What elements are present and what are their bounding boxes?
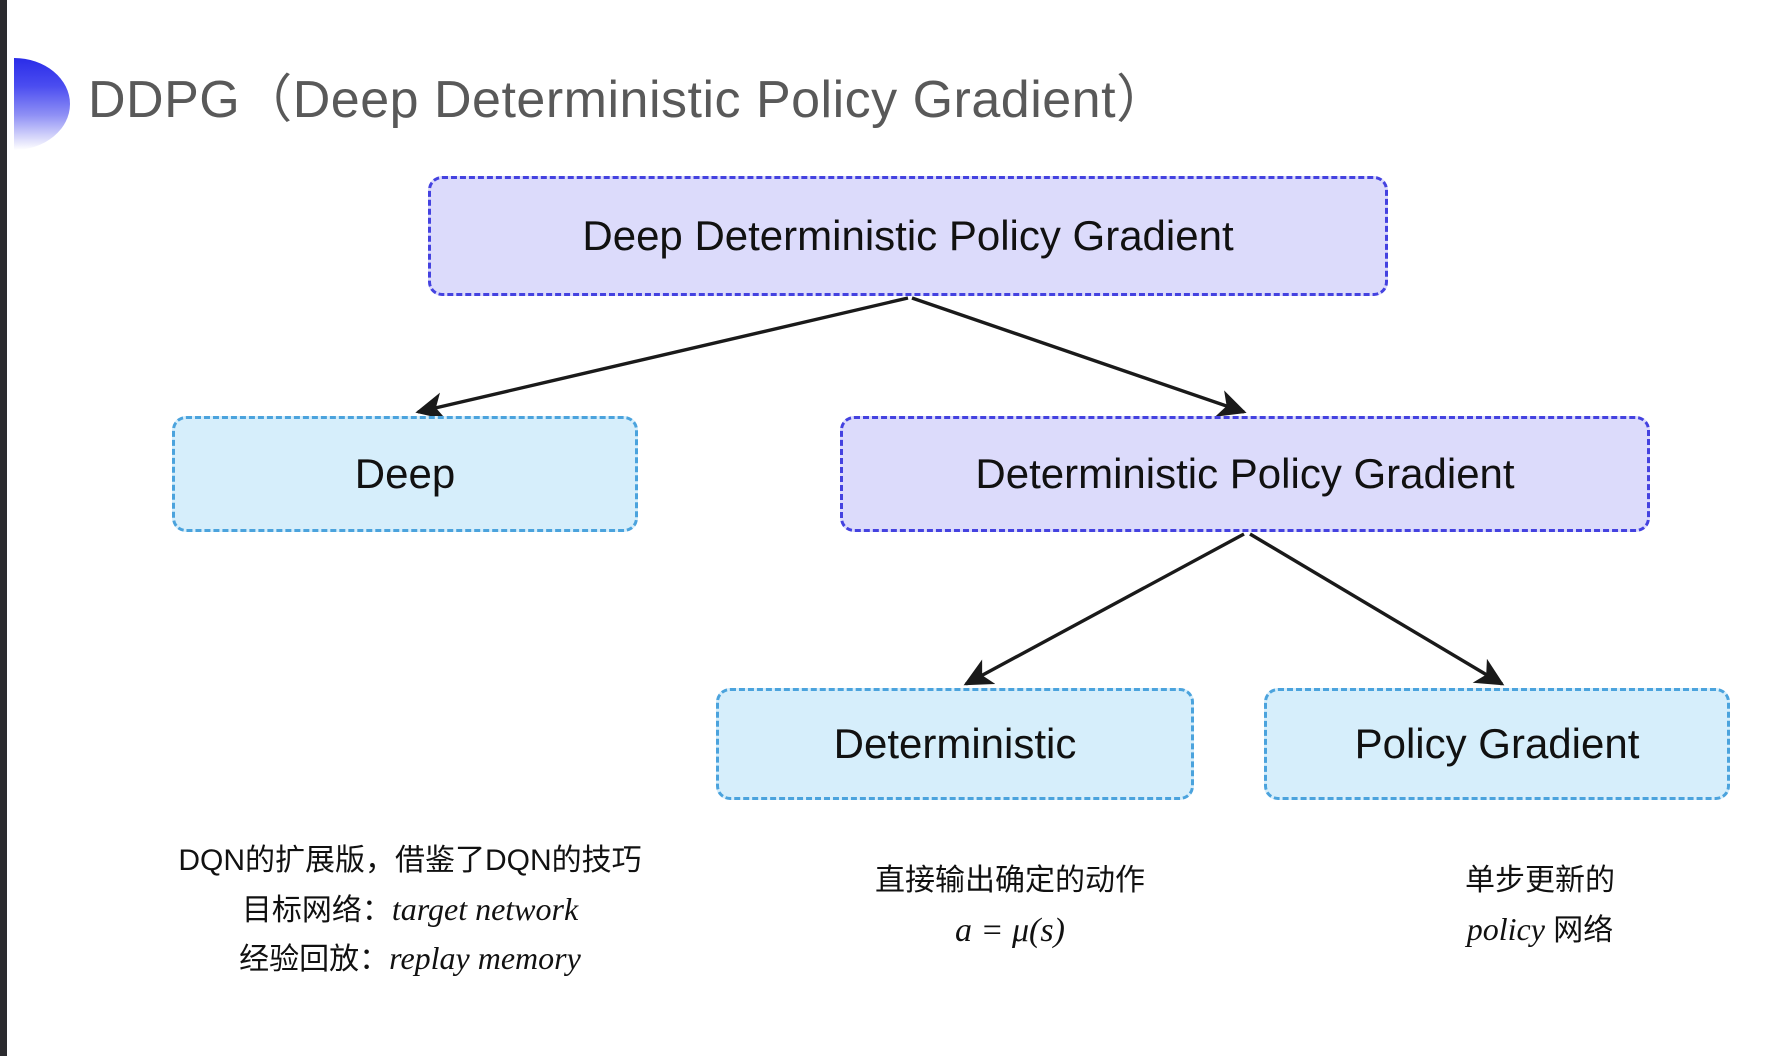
- edge-dpg-to-deterministic: [963, 532, 1245, 686]
- node-policy-gradient[interactable]: Policy Gradient: [1264, 688, 1730, 800]
- annotation-policy-gradient-term: policy: [1466, 910, 1545, 947]
- node-label: Deep: [354, 450, 456, 497]
- annotation-deep-line2-label: 目标网络：: [241, 893, 392, 927]
- annotation-deep: DQN的扩展版，借鉴了DQN的技巧 目标网络：target network 经验…: [150, 838, 670, 984]
- annotation-deep-line3-term: replay memory: [389, 940, 581, 977]
- edge-dpg-to-policy-gradient: [1249, 532, 1505, 686]
- slide-left-border: [0, 0, 7, 1056]
- annotation-deep-line2-term: target network: [391, 890, 579, 927]
- edge-root-to-deep: [415, 296, 909, 420]
- node-deep[interactable]: Deep: [172, 416, 638, 532]
- slide-right-border: [1774, 0, 1778, 1056]
- node-label: Policy Gradient: [1354, 720, 1640, 767]
- annotation-deep-line2: 目标网络：target network: [150, 885, 670, 935]
- annotation-deterministic: 直接输出确定的动作 a = μ(s): [790, 858, 1230, 957]
- annotation-deep-line1: DQN的扩展版，借鉴了DQN的技巧: [178, 844, 642, 877]
- page-title: DDPG（Deep Deterministic Policy Gradient）: [88, 71, 1169, 129]
- node-label: Deterministic: [833, 720, 1077, 767]
- annotation-deep-line3: 经验回放：replay memory: [150, 934, 670, 984]
- annotation-policy-gradient-suffix: 网络: [1544, 913, 1614, 947]
- node-label: Deterministic Policy Gradient: [975, 450, 1515, 497]
- node-deterministic[interactable]: Deterministic: [716, 688, 1194, 800]
- annotation-policy-gradient-line2: policy 网络: [1330, 905, 1750, 955]
- annotation-deterministic-formula: a = μ(s): [955, 911, 1065, 949]
- title-decoration-icon: [14, 58, 70, 150]
- node-label: Deep Deterministic Policy Gradient: [582, 212, 1234, 259]
- annotation-deterministic-line1: 直接输出确定的动作: [875, 864, 1145, 897]
- node-deep-deterministic-policy-gradient[interactable]: Deep Deterministic Policy Gradient: [428, 176, 1388, 296]
- annotation-policy-gradient-line1: 单步更新的: [1465, 864, 1615, 897]
- annotation-policy-gradient: 单步更新的 policy 网络: [1330, 858, 1750, 954]
- node-deterministic-policy-gradient[interactable]: Deterministic Policy Gradient: [840, 416, 1650, 532]
- annotation-deep-line3-label: 经验回放：: [239, 943, 390, 977]
- edge-root-to-dpg: [911, 296, 1247, 417]
